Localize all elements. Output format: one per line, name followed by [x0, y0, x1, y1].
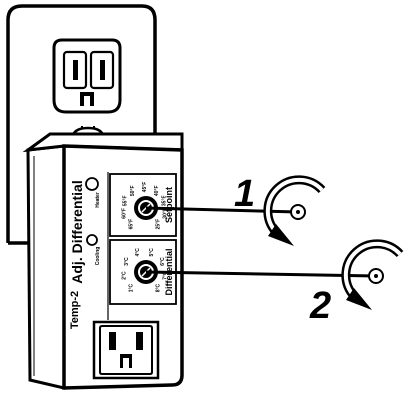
- dial-scale-label: 7°C: [163, 271, 169, 280]
- dial-scale-label: 65°F: [129, 219, 135, 230]
- setpoint-scale: 65°F60°F 55°F50°F 45°F 40°F35°F 30°F25°F: [122, 182, 169, 230]
- dial-scale-label: 1°C: [129, 284, 135, 293]
- dial-scale-label: 3°C: [124, 257, 130, 266]
- rotate-clockwise-icon: [263, 175, 326, 246]
- marker-2: 2: [309, 285, 331, 327]
- differential-scale: 1°C2°C 3°C 4°C 5°C 6°C 7°C8°C: [121, 248, 168, 293]
- differential-leader-line: [145, 270, 377, 278]
- setpoint-leader-line: [145, 206, 299, 214]
- dial-scale-label: 8°C: [156, 284, 162, 293]
- cooling-led-label: Cooling: [95, 247, 101, 266]
- dial-scale-label: 40°F: [154, 185, 160, 196]
- setpoint-label: Setpoint: [164, 187, 174, 223]
- heater-led: Heater: [85, 177, 101, 208]
- setpoint-panel: Setpoint 65°F60°F 55°F50°F 45°F 40°F35°F 30°…: [109, 173, 177, 237]
- dial-scale-label: 60°F: [122, 208, 128, 219]
- dial-scale-label: 25°F: [156, 219, 162, 230]
- device-outlet-icon: [92, 320, 160, 380]
- dial-scale-label: 35°F: [162, 195, 168, 206]
- dial-scale-label: 6°C: [160, 257, 166, 266]
- dial-scale-label: 4°C: [135, 248, 141, 257]
- dial-scale-label: 30°F: [162, 208, 168, 219]
- rotate-clockwise-icon: [341, 239, 404, 310]
- dial-scale-label: 50°F: [130, 185, 136, 196]
- dial-scale-label: 55°F: [122, 195, 128, 206]
- heater-led-label: Heater: [95, 192, 101, 208]
- device-title-label: Adj. Differential: [69, 180, 85, 283]
- brand-label: Temp-2: [69, 291, 81, 329]
- dial-scale-label: 5°C: [149, 248, 155, 257]
- wall-outlet-icon: [52, 38, 122, 138]
- dial-scale-label: 45°F: [142, 182, 148, 193]
- cooling-led: Cooling: [86, 234, 101, 266]
- marker-1: 1: [234, 173, 255, 215]
- dial-scale-label: 2°C: [121, 271, 127, 280]
